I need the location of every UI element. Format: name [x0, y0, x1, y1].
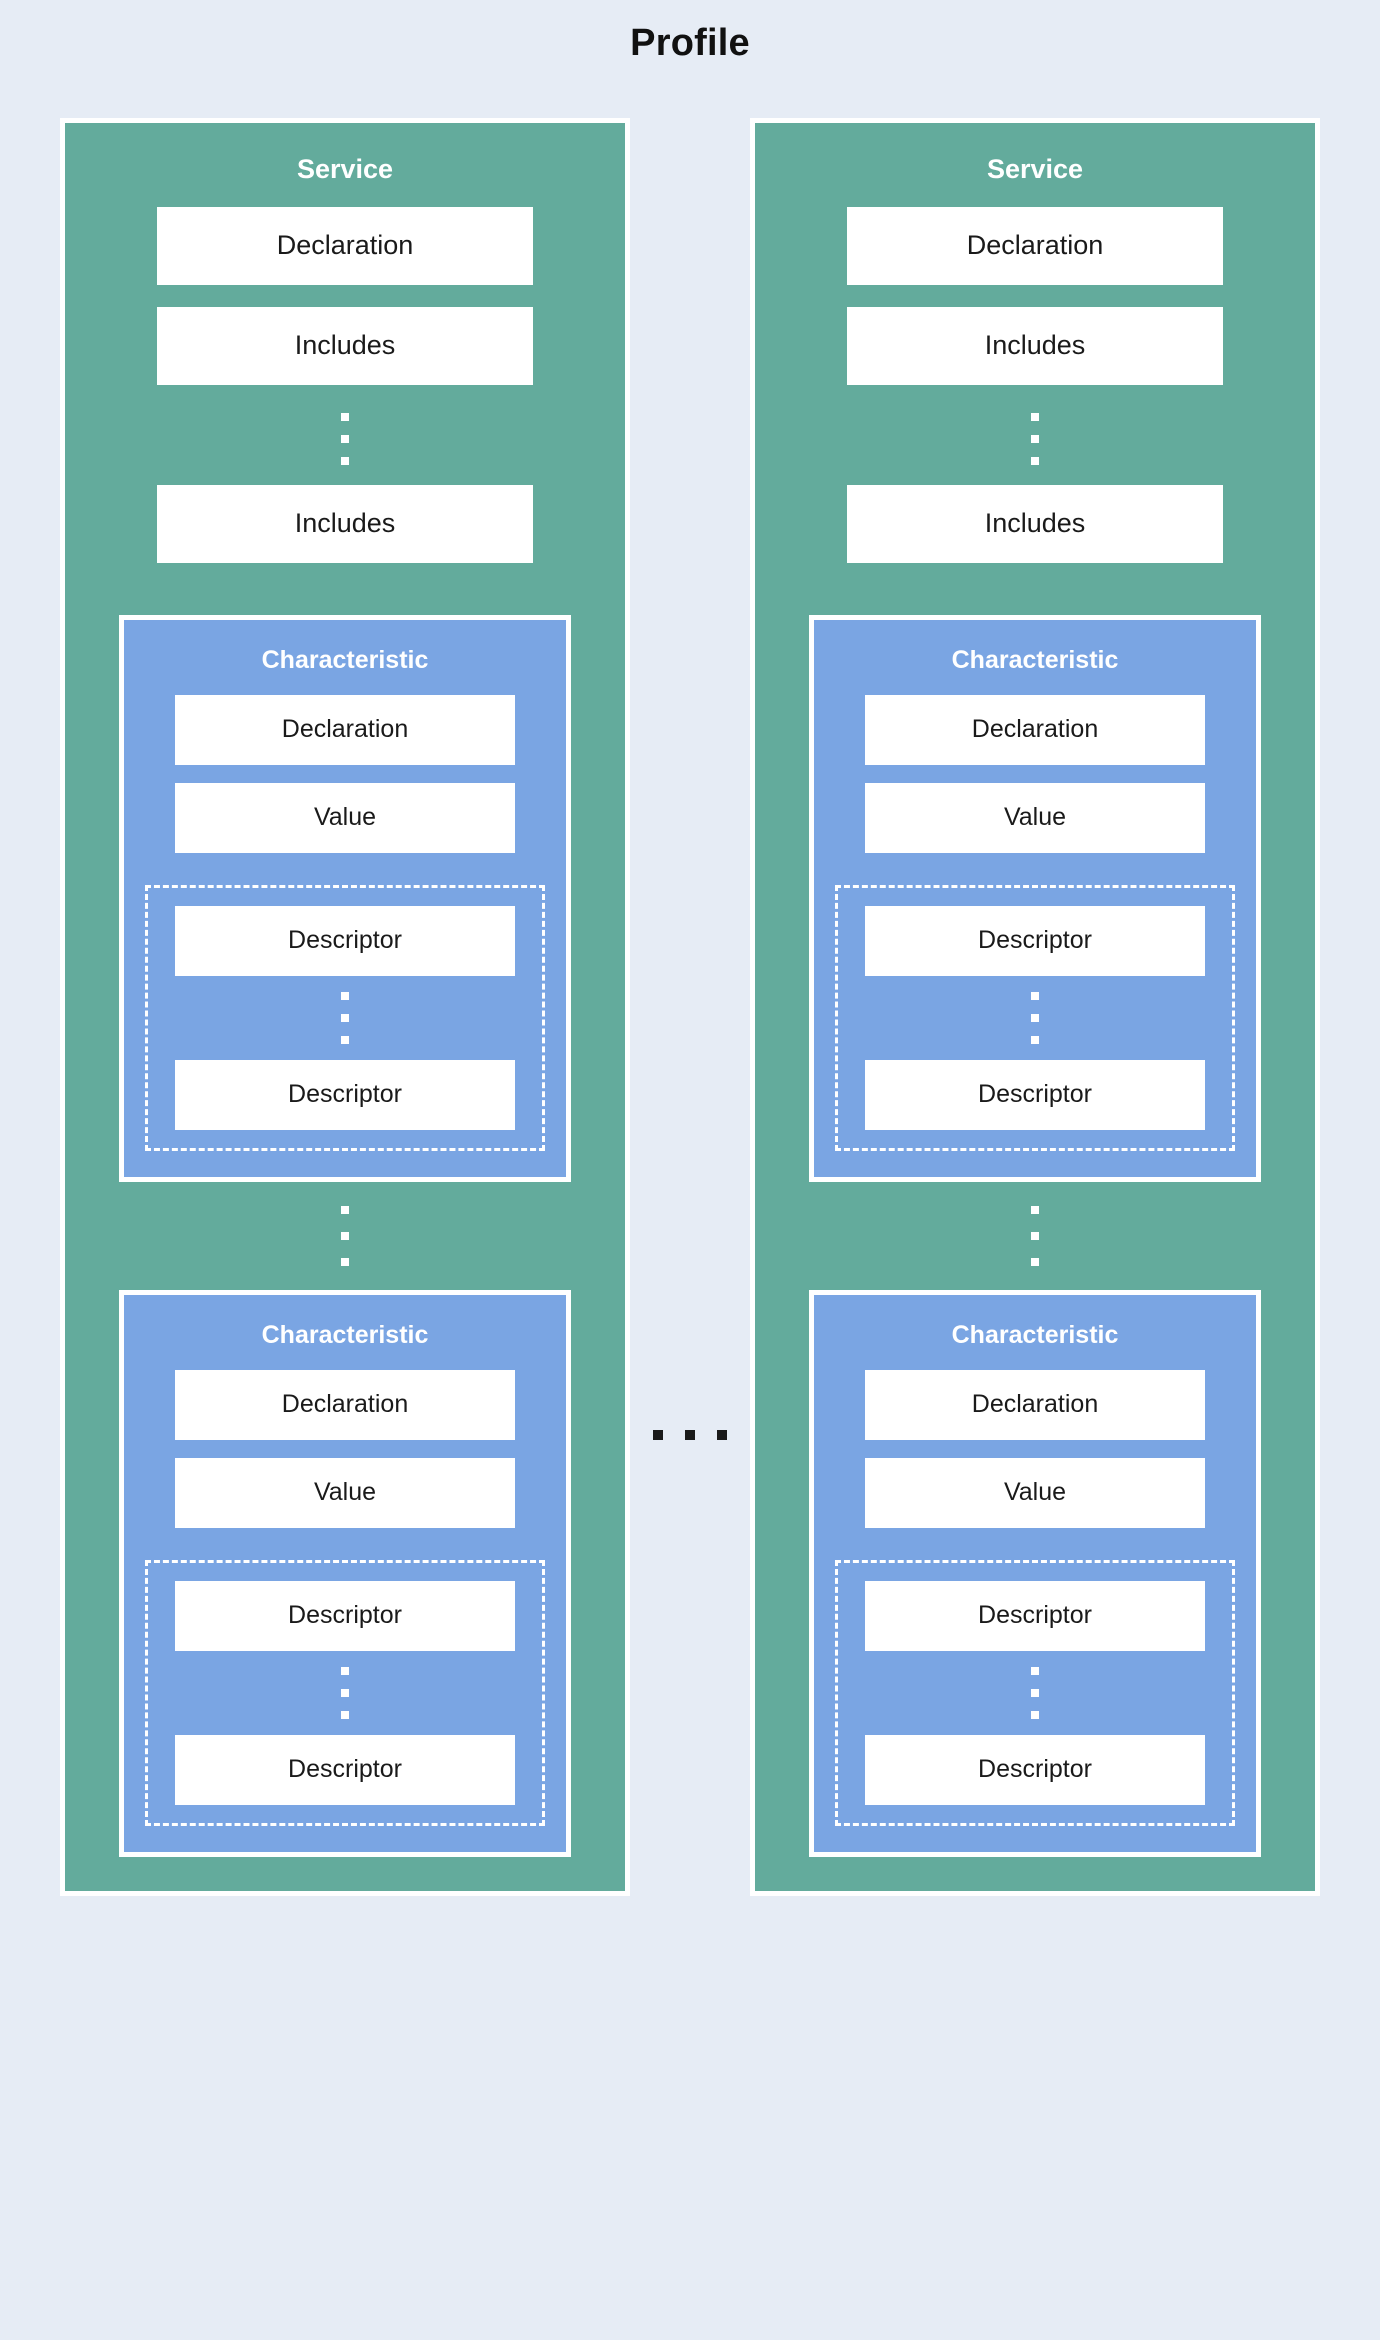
service-column-left: Service Declaration Includes Includes Ch…	[60, 118, 630, 1896]
service-title: Service	[296, 154, 394, 184]
ellipsis-dot	[341, 456, 349, 465]
ellipsis-dot	[1031, 412, 1039, 421]
descriptor-ellipsis-icon	[1030, 991, 1040, 1044]
characteristic-declaration-box[interactable]: Declaration	[175, 694, 515, 765]
ellipsis-dot	[341, 1231, 349, 1240]
service-includes-ellipsis-icon	[340, 412, 350, 465]
descriptor-box[interactable]: Descriptor	[865, 1059, 1205, 1130]
characteristic-declaration-box[interactable]: Declaration	[175, 1369, 515, 1440]
characteristic-panel[interactable]: Characteristic Declaration Value Descrip…	[119, 614, 571, 1182]
characteristic-ellipsis-icon	[1030, 1205, 1040, 1266]
characteristic-title: Characteristic	[951, 645, 1119, 674]
characteristic-title: Characteristic	[261, 1320, 429, 1349]
ellipsis-dot	[1031, 991, 1039, 1000]
ellipsis-dot	[1031, 1231, 1039, 1240]
ellipsis-dot	[341, 412, 349, 421]
ellipsis-dot	[1031, 1205, 1039, 1214]
ellipsis-dot	[1031, 1666, 1039, 1675]
ellipsis-dot	[1031, 1035, 1039, 1044]
characteristic-value-box[interactable]: Value	[865, 1457, 1205, 1528]
descriptor-box[interactable]: Descriptor	[865, 1580, 1205, 1651]
characteristic-panel[interactable]: Characteristic Declaration Value Descrip…	[119, 1289, 571, 1857]
descriptor-group: Descriptor Descriptor	[835, 1559, 1235, 1826]
descriptor-group: Descriptor Descriptor	[145, 1559, 545, 1826]
ellipsis-dot	[341, 1710, 349, 1719]
profile-columns: Service Declaration Includes Includes Ch…	[60, 118, 1320, 2268]
ellipsis-dot	[685, 1430, 695, 1440]
descriptor-box[interactable]: Descriptor	[175, 1734, 515, 1805]
characteristic-ellipsis-icon	[340, 1205, 350, 1266]
ellipsis-dot	[341, 1205, 349, 1214]
descriptor-group: Descriptor Descriptor	[145, 884, 545, 1151]
descriptor-group: Descriptor Descriptor	[835, 884, 1235, 1151]
characteristic-declaration-box[interactable]: Declaration	[865, 694, 1205, 765]
characteristic-title: Characteristic	[951, 1320, 1119, 1349]
service-declaration-box[interactable]: Declaration	[157, 206, 533, 285]
ellipsis-dot	[341, 434, 349, 443]
ellipsis-dot	[1031, 1013, 1039, 1022]
ellipsis-dot	[341, 991, 349, 1000]
service-column-right: Service Declaration Includes Includes Ch…	[750, 118, 1320, 1896]
characteristic-value-box[interactable]: Value	[175, 1457, 515, 1528]
service-includes-last-box[interactable]: Includes	[847, 484, 1223, 563]
columns-ellipsis-icon	[640, 1430, 740, 1440]
ellipsis-dot	[1031, 1688, 1039, 1697]
descriptor-box[interactable]: Descriptor	[175, 905, 515, 976]
ellipsis-dot	[341, 1688, 349, 1697]
descriptor-box[interactable]: Descriptor	[175, 1580, 515, 1651]
ellipsis-dot	[1031, 1257, 1039, 1266]
characteristic-value-box[interactable]: Value	[175, 782, 515, 853]
ellipsis-dot	[1031, 434, 1039, 443]
service-declaration-box[interactable]: Declaration	[847, 206, 1223, 285]
descriptor-ellipsis-icon	[340, 1666, 350, 1719]
service-includes-box[interactable]: Includes	[157, 306, 533, 385]
ellipsis-dot	[341, 1013, 349, 1022]
ellipsis-dot	[341, 1035, 349, 1044]
ellipsis-dot	[1031, 456, 1039, 465]
service-includes-last-box[interactable]: Includes	[157, 484, 533, 563]
page-title: Profile	[630, 22, 750, 64]
descriptor-box[interactable]: Descriptor	[865, 1734, 1205, 1805]
characteristic-title: Characteristic	[261, 645, 429, 674]
characteristic-value-box[interactable]: Value	[865, 782, 1205, 853]
service-includes-ellipsis-icon	[1030, 412, 1040, 465]
service-includes-box[interactable]: Includes	[847, 306, 1223, 385]
ellipsis-dot	[717, 1430, 727, 1440]
descriptor-ellipsis-icon	[340, 991, 350, 1044]
descriptor-box[interactable]: Descriptor	[175, 1059, 515, 1130]
descriptor-ellipsis-icon	[1030, 1666, 1040, 1719]
characteristic-declaration-box[interactable]: Declaration	[865, 1369, 1205, 1440]
service-title: Service	[986, 154, 1084, 184]
service-panel[interactable]: Service Declaration Includes Includes Ch…	[750, 118, 1320, 1896]
service-panel[interactable]: Service Declaration Includes Includes Ch…	[60, 118, 630, 1896]
ellipsis-dot	[1031, 1710, 1039, 1719]
ellipsis-dot	[341, 1666, 349, 1675]
descriptor-box[interactable]: Descriptor	[865, 905, 1205, 976]
characteristic-panel[interactable]: Characteristic Declaration Value Descrip…	[809, 1289, 1261, 1857]
ellipsis-dot	[653, 1430, 663, 1440]
characteristic-panel[interactable]: Characteristic Declaration Value Descrip…	[809, 614, 1261, 1182]
ellipsis-dot	[341, 1257, 349, 1266]
